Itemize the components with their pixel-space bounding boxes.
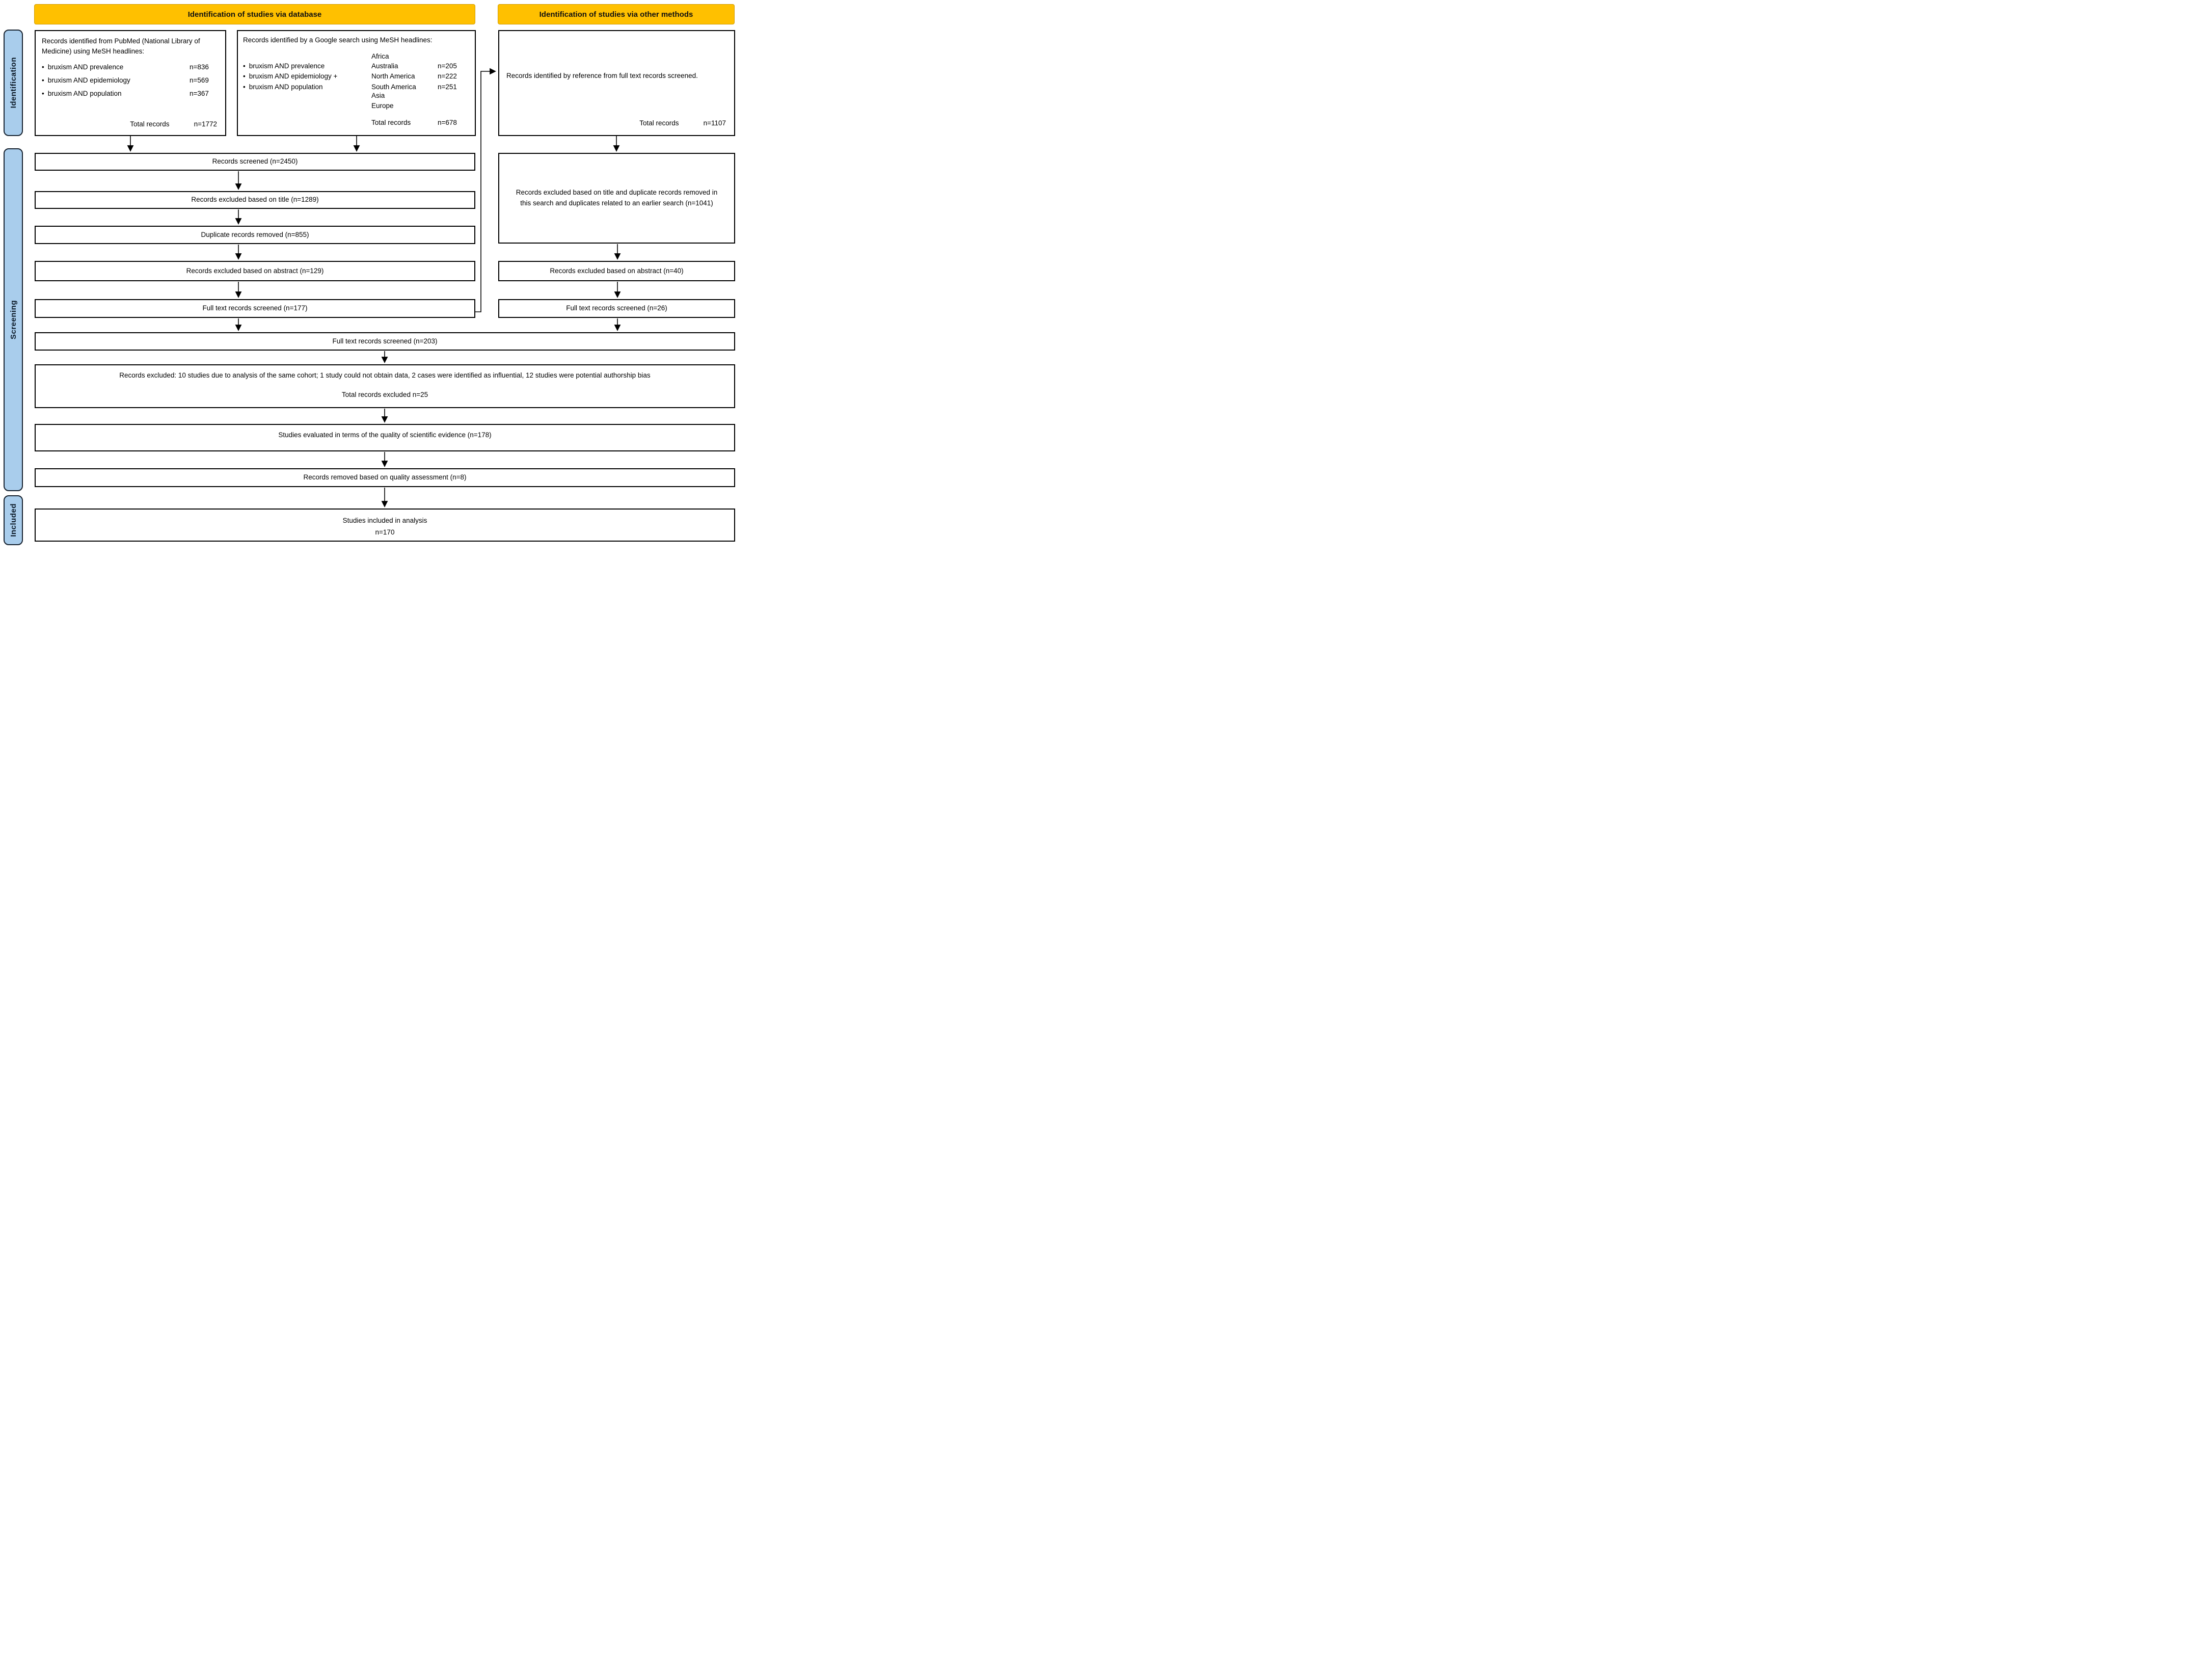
box-fulltext-screened-26: Full text records screened (n=26): [498, 299, 735, 318]
box-pubmed-records: Records identified from PubMed (National…: [35, 30, 226, 136]
box-duplicates-removed: Duplicate records removed (n=855): [35, 226, 475, 244]
box-reference-records: Records identified by reference from ful…: [498, 30, 735, 136]
box-records-excluded-reasons: Records excluded: 10 studies due to anal…: [35, 364, 735, 408]
region-name: Australia: [371, 62, 398, 70]
prisma-flow-diagram: Identification of studies via database I…: [0, 0, 738, 553]
total-records-count: n=678: [438, 119, 457, 126]
search-term: bruxism AND epidemiology +: [249, 72, 338, 80]
bullet-icon: •: [243, 72, 246, 80]
list-item: • bruxism AND population: [243, 83, 323, 92]
pubmed-search-list: • bruxism AND prevalence n=836 • bruxism…: [42, 63, 221, 103]
search-term: bruxism AND population: [47, 90, 122, 98]
region-name: North America: [371, 72, 415, 80]
list-item: • bruxism AND population n=367: [42, 89, 221, 98]
total-records-count: n=1772: [194, 120, 217, 128]
total-records-label: Total records: [130, 120, 170, 128]
region-name: Africa: [371, 52, 389, 60]
stage-label-screening-text: Screening: [9, 300, 18, 340]
pubmed-intro-text: Records identified from PubMed (National…: [42, 37, 200, 56]
search-term-count: n=569: [190, 76, 209, 85]
box-excluded-title: Records excluded based on title (n=1289): [35, 191, 475, 209]
search-term-count: n=367: [190, 90, 209, 98]
search-term: bruxism AND prevalence: [47, 63, 124, 71]
header-identification-via-database: Identification of studies via database: [34, 4, 475, 24]
stage-label-identification-text: Identification: [9, 57, 18, 109]
reference-total-row: Total records n=1107: [639, 119, 726, 128]
region-name: South America: [371, 83, 416, 91]
box-removed-quality: Records removed based on quality assessm…: [35, 468, 735, 487]
stage-label-included: Included: [4, 495, 23, 545]
region-name: Asia: [371, 92, 385, 99]
stage-label-included-text: Included: [9, 503, 18, 537]
stage-label-identification: Identification: [4, 30, 23, 136]
included-count: n=170: [375, 528, 395, 537]
included-text: Studies included in analysis: [342, 517, 427, 524]
reference-intro-text: Records identified by reference from ful…: [506, 72, 698, 79]
box-fulltext-screened-177: Full text records screened (n=177): [35, 299, 475, 318]
list-item: • bruxism AND prevalence: [243, 62, 325, 71]
box-fulltext-screened-203: Full text records screened (n=203): [35, 332, 735, 351]
box-excluded-abstract-other: Records excluded based on abstract (n=40…: [498, 261, 735, 281]
list-item: • bruxism AND prevalence n=836: [42, 63, 221, 72]
total-records-count: n=1107: [703, 119, 726, 127]
bullet-icon: •: [42, 63, 44, 71]
bullet-icon: •: [42, 76, 44, 85]
total-records-label: Total records: [371, 119, 411, 126]
total-records-label: Total records: [639, 119, 679, 127]
excluded-reasons-text: Records excluded: 10 studies due to anal…: [119, 371, 651, 379]
bullet-icon: •: [243, 62, 246, 70]
region-count: n=205: [438, 62, 457, 70]
search-term: bruxism AND population: [249, 83, 323, 91]
box-google-records: Records identified by a Google search us…: [237, 30, 476, 136]
region-count: n=251: [438, 83, 457, 91]
box-excluded-title-duplicates-other: Records excluded based on title and dupl…: [498, 153, 735, 244]
box-excluded-abstract: Records excluded based on abstract (n=12…: [35, 261, 475, 281]
pubmed-total-row: Total records n=1772: [130, 120, 217, 129]
list-item: • bruxism AND epidemiology +: [243, 72, 337, 81]
box-studies-included: Studies included in analysis n=170: [35, 509, 735, 542]
bullet-icon: •: [243, 83, 246, 91]
stage-label-screening: Screening: [4, 148, 23, 491]
region-count: n=222: [438, 72, 457, 80]
header-identification-via-other-methods: Identification of studies via other meth…: [498, 4, 735, 24]
google-intro-text: Records identified by a Google search us…: [243, 36, 433, 44]
elbow-fulltext177-to-reference-box: [475, 68, 496, 312]
list-item: • bruxism AND epidemiology n=569: [42, 76, 221, 85]
search-term: bruxism AND epidemiology: [47, 76, 130, 85]
box-records-screened: Records screened (n=2450): [35, 153, 475, 171]
search-term-count: n=836: [190, 63, 209, 71]
search-term: bruxism AND prevalence: [249, 62, 325, 70]
region-name: Europe: [371, 102, 394, 110]
box-quality-evaluated: Studies evaluated in terms of the qualit…: [35, 424, 735, 451]
total-excluded-text: Total records excluded n=25: [341, 391, 428, 399]
bullet-icon: •: [42, 90, 44, 98]
